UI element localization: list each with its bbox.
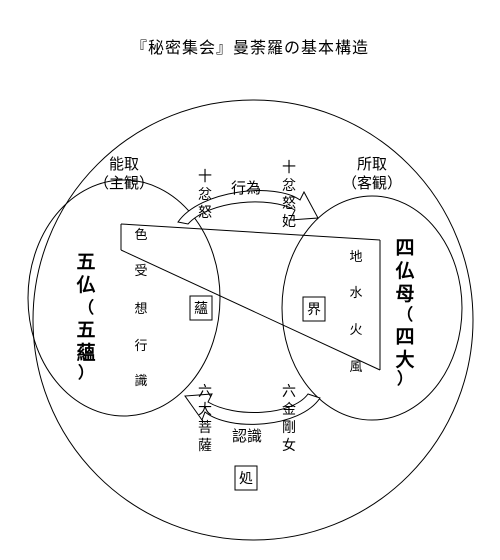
action-arrow: [177, 190, 319, 225]
consort-char: 妃: [282, 214, 296, 230]
element-char: 地: [349, 250, 362, 265]
wrathful-char: 怒: [198, 205, 212, 221]
wrathful-consorts: 十 忿 怒 妃: [282, 160, 296, 230]
right-label-char: 母: [395, 283, 414, 305]
action-label: 行為: [231, 179, 261, 197]
aggregates-box-label: 蘊: [194, 301, 208, 317]
bottom-box: [234, 465, 258, 491]
consort-char: 十: [282, 160, 296, 176]
element-char: 火: [349, 323, 362, 338]
right-label-char: 大: [395, 348, 414, 371]
right-label-char: 四: [395, 326, 414, 348]
right-label: 四 仏 母 （ 四 大 ）: [395, 237, 414, 388]
bodhisattva-char: 薩: [198, 438, 212, 454]
wrathful-deities: 十 忿 怒: [198, 169, 212, 221]
left-header-line1: 能取: [109, 155, 139, 173]
six-bodhisattvas: 六 大 菩 薩: [198, 384, 212, 454]
left-label-char: （: [78, 298, 94, 317]
connector-line-bottom: [120, 249, 381, 371]
vajra-woman-char: 剛: [282, 420, 296, 436]
aggregate-char: 識: [134, 374, 147, 389]
bodhisattva-char: 大: [198, 402, 212, 418]
aggregate-char: 想: [134, 301, 147, 317]
aggregate-char: 行: [134, 339, 147, 354]
right-label-char: ）: [397, 369, 413, 388]
element-char: 水: [349, 286, 362, 301]
left-label-char: 五: [76, 251, 95, 273]
left-header-line2: （主観）: [94, 174, 154, 192]
elements-box: [302, 296, 326, 322]
element-char: 風: [349, 360, 362, 375]
right-header-line1: 所取: [357, 155, 387, 173]
consort-char: 怒: [282, 196, 296, 212]
diagram-title: 『秘密集会』曼荼羅の基本構造: [130, 38, 369, 57]
aggregate-char: 受: [134, 264, 147, 279]
object-ellipse: [281, 195, 463, 421]
bottom-box-label: 処: [239, 471, 253, 487]
right-header-line2: （客観）: [342, 174, 402, 192]
cognition-arrow: [184, 393, 321, 425]
left-label-char: 五: [76, 319, 95, 341]
wrathful-char: 十: [198, 169, 212, 185]
aggregates-box: [189, 295, 213, 321]
aggregates-column: 色 受 想 行 識: [134, 227, 147, 389]
left-label: 五 仏 （ 五 蘊 ）: [76, 251, 95, 382]
bodhisattva-char: 菩: [198, 420, 212, 436]
elements-column: 地 水 火 風: [349, 250, 362, 375]
left-label-char: 蘊: [76, 342, 95, 364]
subject-ellipse: [27, 179, 221, 417]
cognition-label: 認識: [232, 427, 262, 445]
aggregate-char: 色: [134, 227, 147, 243]
left-label-char: 仏: [76, 274, 95, 296]
left-label-char: ）: [78, 363, 94, 382]
six-vajra-women: 六 金 剛 女: [282, 384, 296, 454]
vajra-woman-char: 六: [282, 384, 296, 400]
outer-circle: [32, 99, 474, 541]
right-label-char: 仏: [395, 260, 414, 282]
right-label-char: 四: [395, 237, 414, 259]
vajra-woman-char: 金: [282, 402, 296, 418]
consort-char: 忿: [282, 178, 296, 194]
wrathful-char: 忿: [198, 187, 212, 203]
vajra-woman-char: 女: [282, 437, 296, 454]
connector-line-top: [120, 223, 381, 241]
bodhisattva-char: 六: [198, 384, 212, 400]
right-label-char: （: [397, 305, 413, 324]
elements-box-label: 界: [307, 302, 321, 318]
